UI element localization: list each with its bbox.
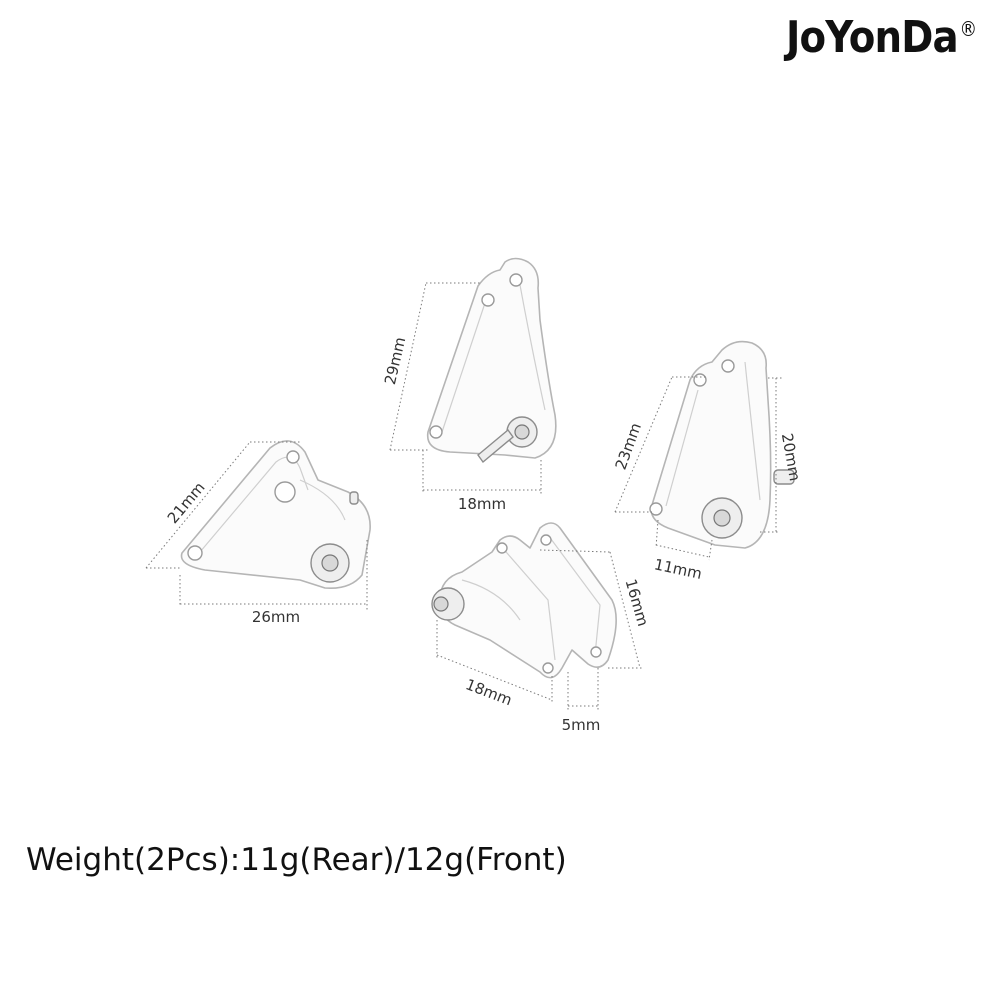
registered-mark: ® [959, 17, 977, 42]
dim-right-height-label: 23mm [612, 421, 645, 473]
part-top [426, 257, 557, 464]
dim-bottom-offset-label: 5mm [562, 716, 601, 734]
dim-bottom-offset: 5mm [562, 668, 601, 734]
dim-top-width-label: 18mm [458, 495, 506, 513]
weight-caption: Weight(2Pcs):11g(Rear)/12g(Front) [26, 842, 567, 878]
brand-logo: JoYonDa® [785, 12, 977, 63]
part-left [180, 440, 371, 590]
dim-right-width-label: 11mm [653, 555, 704, 583]
dim-left-width-label: 26mm [252, 608, 300, 626]
dim-left-height-label: 21mm [164, 478, 209, 527]
dim-bottom-height-label: 16mm [621, 577, 652, 628]
dim-top-width: 18mm [422, 450, 542, 513]
part-bottom [431, 522, 617, 679]
dim-bottom-width-label: 18mm [463, 675, 515, 709]
dim-left-width: 26mm [179, 540, 368, 626]
brand-name: JoYonDa [785, 12, 959, 63]
part-right [649, 340, 795, 549]
